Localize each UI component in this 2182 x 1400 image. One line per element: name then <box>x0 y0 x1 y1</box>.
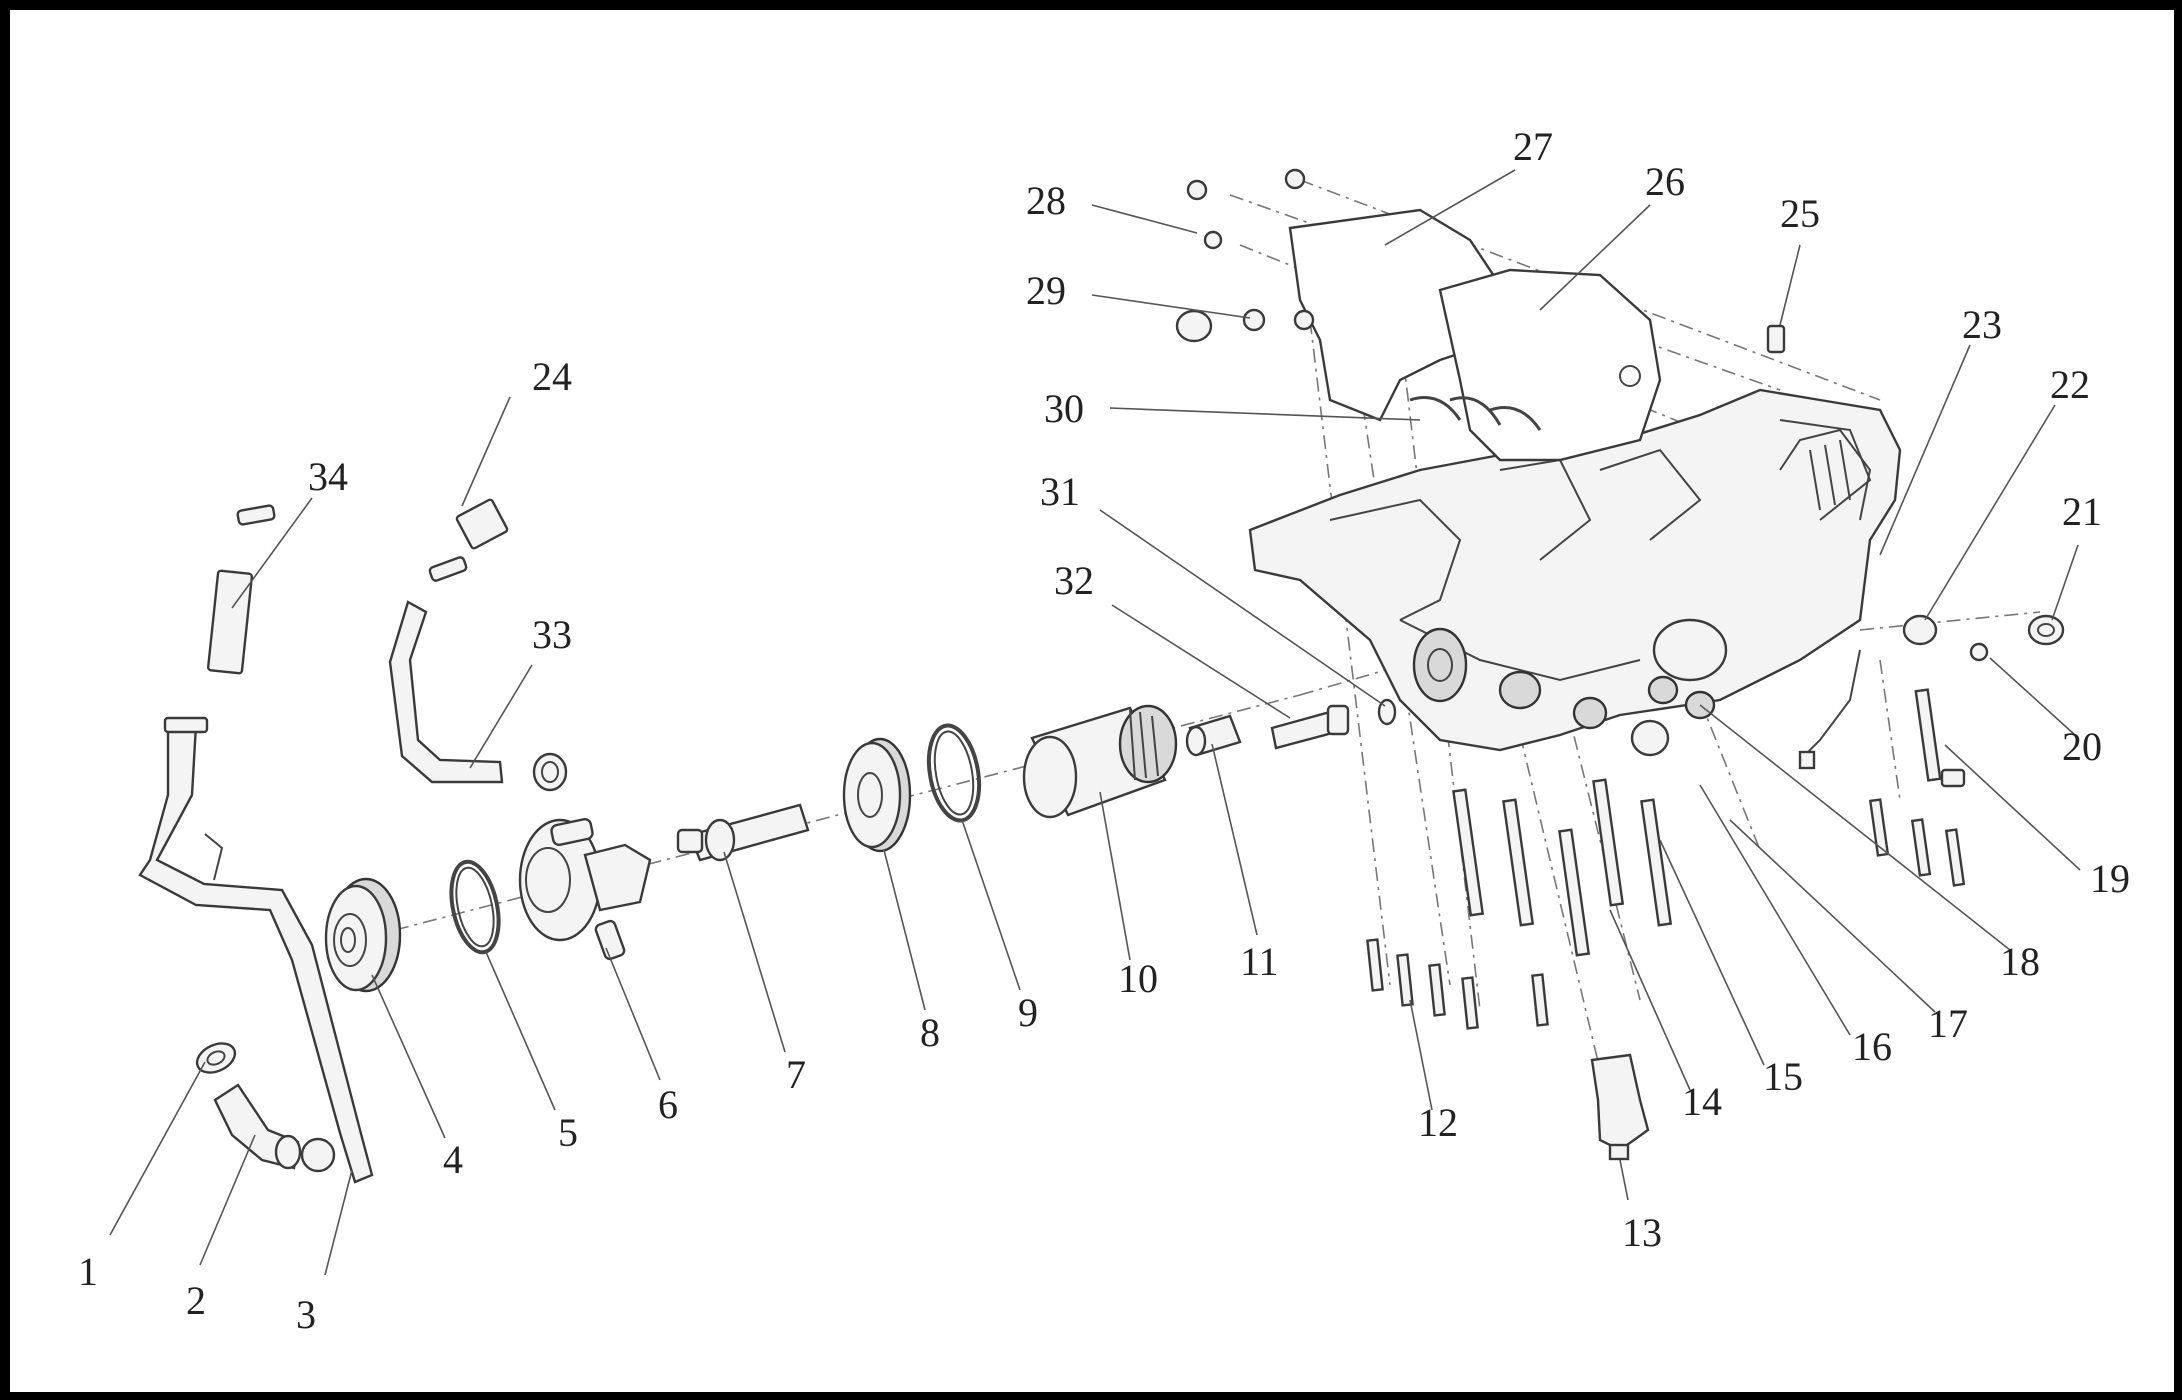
callout-21: 21 <box>2062 489 2102 534</box>
part-14-bolts <box>1452 778 1625 957</box>
callout-16: 16 <box>1852 1024 1892 1069</box>
part-28-bolts <box>1186 168 1306 250</box>
crankcase <box>1248 388 1902 770</box>
part-11-sleeve <box>1185 714 1242 757</box>
callout-18: 18 <box>2000 939 2040 984</box>
part-25-dowel <box>1766 324 1786 354</box>
part-2-elbow <box>213 1083 302 1170</box>
part-15-bolts <box>1640 798 1966 927</box>
callout-27: 27 <box>1513 124 1553 169</box>
part-27-cover-plate <box>1288 208 1512 422</box>
callout-7: 7 <box>786 1052 806 1097</box>
part-21-washer <box>2027 614 2065 646</box>
part-26-gasket <box>1438 268 1662 462</box>
part-12-bolts <box>1366 938 1549 1030</box>
callout-19: 19 <box>2090 856 2130 901</box>
callout-13: 13 <box>1622 1210 1662 1255</box>
part-9-o-ring <box>926 723 982 823</box>
part-3-oil-pipe <box>138 716 374 1184</box>
diagram-panel <box>10 10 2174 1392</box>
part-34-sleeve <box>206 504 276 675</box>
part-31-washer <box>1377 698 1397 726</box>
part-7-threaded-pipe <box>676 803 810 862</box>
callout-30: 30 <box>1044 386 1084 431</box>
part-32-bolt <box>1270 704 1350 750</box>
callout-14: 14 <box>1682 1079 1722 1124</box>
part-6-oil-cooler-adapter <box>518 817 652 961</box>
callout-4: 4 <box>443 1137 463 1182</box>
callout-2: 2 <box>186 1278 206 1323</box>
callout-5: 5 <box>558 1110 578 1155</box>
callout-20: 20 <box>2062 724 2102 769</box>
callout-24: 24 <box>532 354 572 399</box>
callout-15: 15 <box>1763 1054 1803 1099</box>
callout-1: 1 <box>78 1249 98 1294</box>
callout-12: 12 <box>1418 1100 1458 1145</box>
callout-8: 8 <box>920 1010 940 1055</box>
part-10-oil-filter <box>1022 704 1178 819</box>
callout-32: 32 <box>1054 558 1094 603</box>
part-33-hose <box>388 600 568 792</box>
callout-labels: 1 2 3 4 5 6 7 8 9 10 11 12 13 14 15 16 1… <box>78 124 2130 1337</box>
callout-34: 34 <box>308 454 348 499</box>
callout-17: 17 <box>1928 1001 1968 1046</box>
callout-9: 9 <box>1018 990 1038 1035</box>
callout-31: 31 <box>1040 469 1080 514</box>
callout-33: 33 <box>532 612 572 657</box>
part-20-nut <box>1969 642 1989 662</box>
part-29-nuts <box>1175 308 1315 343</box>
callout-6: 6 <box>658 1082 678 1127</box>
part-1-washer <box>195 1042 237 1074</box>
part-30-bearing-shells <box>1409 396 1542 431</box>
callout-26: 26 <box>1645 159 1685 204</box>
part-24-hose-parts <box>428 498 509 582</box>
callout-29: 29 <box>1026 268 1066 313</box>
part-5-o-ring <box>449 859 501 955</box>
callout-10: 10 <box>1118 956 1158 1001</box>
callout-22: 22 <box>2050 362 2090 407</box>
callout-23: 23 <box>1962 302 2002 347</box>
part-19-bolt <box>1914 688 1966 788</box>
part-8-seal-plate <box>842 737 912 853</box>
callout-3: 3 <box>296 1292 316 1337</box>
callout-28: 28 <box>1026 178 1066 223</box>
callout-11: 11 <box>1240 939 1279 984</box>
leader-lines <box>109 169 2081 1276</box>
callout-25: 25 <box>1780 191 1820 236</box>
part-22-switch <box>1902 614 1938 646</box>
part-13-sensor <box>1590 1053 1650 1161</box>
part-4-cap <box>324 877 402 993</box>
